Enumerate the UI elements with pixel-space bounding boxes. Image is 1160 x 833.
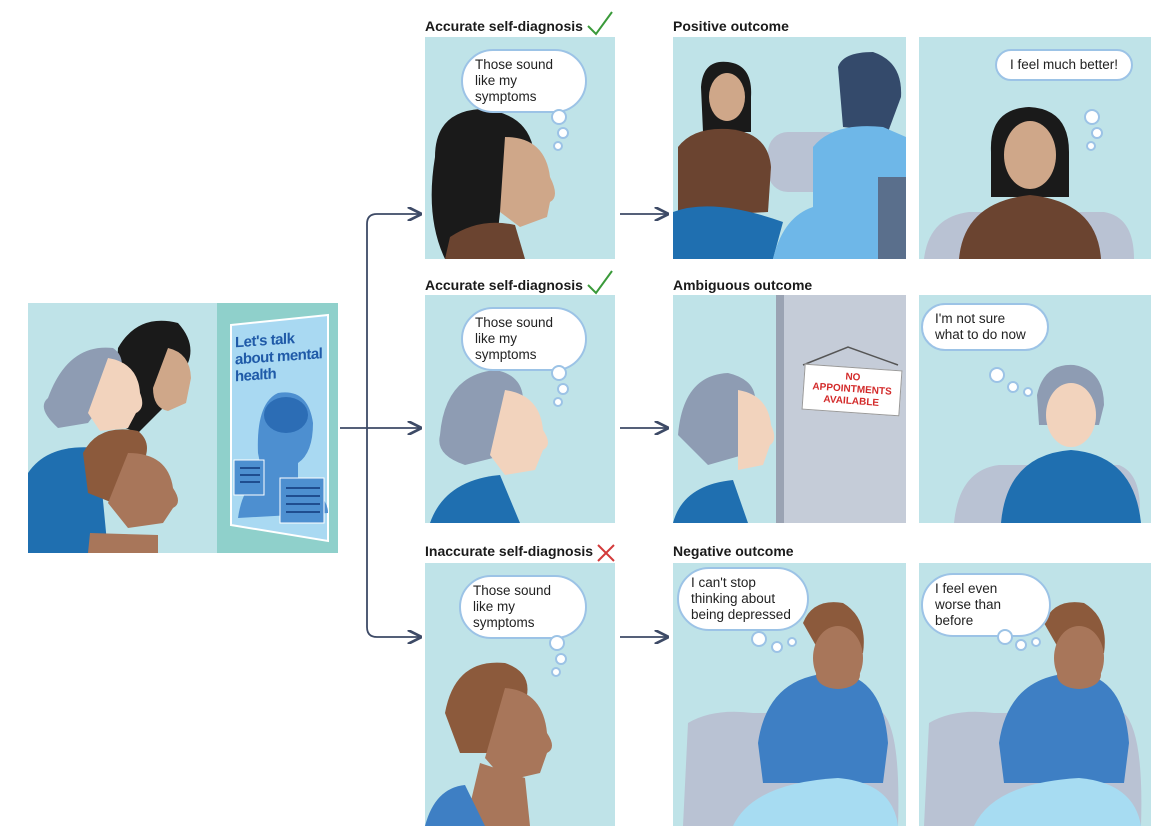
people-viewing-poster-illustration: [28, 303, 338, 553]
thought-bubble: I'm not sure what to do now: [921, 303, 1049, 351]
thought-bubble: Those sound like my symptoms: [461, 49, 587, 113]
row3-outcome-worse-panel: I feel even worse than before: [919, 563, 1151, 826]
row1-outcome-therapy-panel: [673, 37, 906, 259]
row1-diagnosis-panel: Those sound like my symptoms: [425, 37, 615, 259]
smiling-woman-illustration: [924, 107, 1134, 259]
check-icon: [587, 11, 613, 36]
row2-diagnosis-panel: Those sound like my symptoms: [425, 295, 615, 523]
distressed-man-illustration: [683, 602, 899, 826]
thought-bubble: Those sound like my symptoms: [459, 575, 587, 639]
thought-bubble: I can't stop thinking about being depres…: [677, 567, 809, 631]
row2-outcome-unsure-panel: I'm not sure what to do now: [919, 295, 1151, 523]
black-hair-woman-profile-illustration: [431, 109, 555, 259]
grey-hair-woman-profile-illustration: [430, 370, 548, 523]
thought-bubble: I feel even worse than before: [921, 573, 1051, 637]
row2-outcome-label: Ambiguous outcome: [673, 277, 813, 293]
therapy-session-illustration: [673, 52, 906, 259]
row3-outcome-label: Negative outcome: [673, 543, 794, 559]
check-icon: [587, 270, 613, 295]
intro-panel: Let's talk about mental health: [28, 303, 338, 553]
row3-diagnosis-panel: Those sound like my symptoms: [425, 563, 615, 826]
young-man-profile-illustration: [425, 662, 552, 826]
distressed-man-illustration: [924, 602, 1142, 826]
row2-diagnosis-label: Accurate self-diagnosis: [425, 277, 583, 293]
row2-outcome-door-panel: NO APPOINTMENTS AVAILABLE: [673, 295, 906, 523]
row1-outcome-better-panel: I feel much better!: [919, 37, 1151, 259]
row1-outcome-label: Positive outcome: [673, 18, 789, 34]
thought-bubble: I feel much better!: [995, 49, 1133, 81]
poster-title: Let's talk about mental health: [235, 330, 323, 386]
row3-diagnosis-label: Inaccurate self-diagnosis: [425, 543, 594, 559]
cross-icon: [597, 544, 615, 562]
thought-bubble: Those sound like my symptoms: [461, 307, 587, 371]
row3-outcome-rumination-panel: I can't stop thinking about being depres…: [673, 563, 906, 826]
row1-diagnosis-label: Accurate self-diagnosis: [425, 18, 583, 34]
worried-man-illustration: [954, 364, 1141, 523]
no-appointments-sign: NO APPOINTMENTS AVAILABLE: [801, 363, 903, 417]
